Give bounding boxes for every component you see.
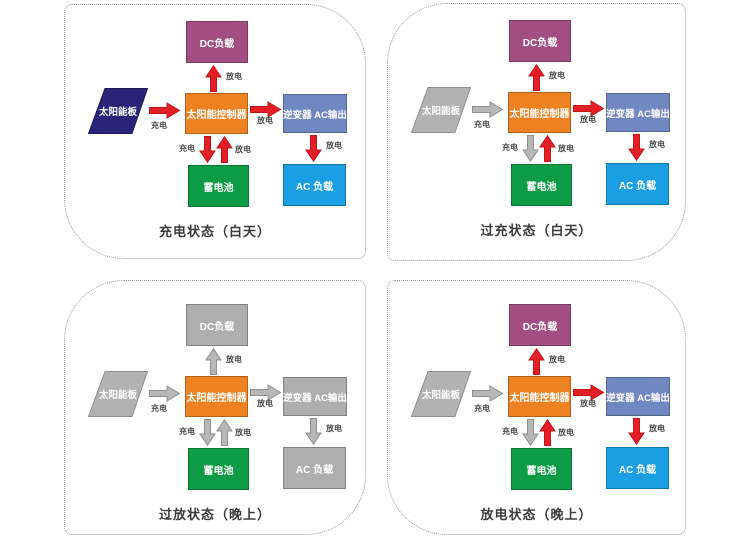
arrow-battery-to-controller — [216, 135, 233, 163]
battery-box: 蓄电池 — [511, 164, 572, 206]
arrow-label-discharge: 放电 — [226, 72, 242, 81]
arrow-battery-to-controller — [539, 134, 556, 162]
arrow-label-charge: 充电 — [474, 120, 490, 129]
arrow-panel-to-controller — [472, 101, 504, 118]
dc-load-box: DC负载 — [509, 20, 571, 62]
diagram-caption: 过放状态（晚上） — [158, 507, 271, 522]
arrow-inverter-to-ac-load — [628, 418, 645, 446]
arrow-label-discharge: 放电 — [257, 399, 273, 408]
arrow-label-discharge: 放电 — [580, 115, 596, 124]
diagram-caption: 放电状态（晚上） — [480, 507, 593, 522]
diagram-caption: 充电状态（白天） — [158, 224, 271, 239]
arrow-label-discharge: 放电 — [558, 144, 574, 153]
arrow-label-discharge: 放电 — [326, 424, 342, 433]
arrow-label-discharge: 放电 — [226, 355, 242, 364]
solar-panel-label: 太阳能板 — [421, 106, 460, 117]
solar-panel-label: 太阳能板 — [421, 390, 460, 401]
arrow-controller-to-battery — [199, 136, 216, 164]
dc-load-box: DC负载 — [186, 304, 248, 346]
quadrant-discharge-night: 太阳能板 DC负载 太阳能控制器 逆变器 AC输出 蓄电池 AC 负载 充电 放… — [387, 280, 686, 535]
solar-controller-box: 太阳能控制器 — [508, 376, 571, 417]
ac-load-box: AC 负载 — [283, 164, 346, 206]
quadrant-overdischarge-night: 太阳能板 DC负载 太阳能控制器 逆变器 AC输出 蓄电池 AC 负载 充电 放… — [64, 280, 366, 535]
solar-controller-box: 太阳能控制器 — [185, 376, 248, 417]
arrow-label-discharge: 放电 — [649, 140, 665, 149]
arrow-label-discharge: 放电 — [257, 116, 273, 125]
diagram-caption: 过充状态（白天） — [480, 223, 593, 238]
solar-panel-shape: 太阳能板 — [410, 371, 472, 417]
parallelogram-icon — [87, 88, 149, 134]
arrow-label-discharge: 放电 — [580, 399, 596, 408]
inverter-ac-output-box: 逆变器 AC输出 — [606, 377, 670, 416]
diagram-charging-day: 太阳能板 DC负载 太阳能控制器 逆变器 AC输出 蓄电池 AC 负载 充电 放… — [65, 5, 365, 258]
ac-load-box: AC 负载 — [283, 447, 346, 489]
battery-box: 蓄电池 — [188, 165, 249, 207]
parallelogram-icon — [410, 371, 472, 417]
arrow-label-charge: 充电 — [179, 427, 195, 436]
arrow-panel-to-controller — [472, 385, 504, 402]
quadrant-overcharge-day: 太阳能板 DC负载 太阳能控制器 逆变器 AC输出 蓄电池 AC 负载 充电 放… — [387, 3, 686, 261]
solar-panel-label: 太阳能板 — [98, 107, 137, 118]
arrow-label-charge: 充电 — [151, 121, 167, 130]
arrow-label-discharge: 放电 — [235, 428, 251, 437]
solar-panel-shape: 太阳能板 — [87, 371, 149, 417]
arrow-panel-to-controller — [149, 385, 181, 402]
diagram-overdischarge-night: 太阳能板 DC负载 太阳能控制器 逆变器 AC输出 蓄电池 AC 负载 充电 放… — [65, 288, 365, 534]
dc-load-box: DC负载 — [509, 304, 571, 346]
arrow-label-discharge: 放电 — [649, 424, 665, 433]
arrow-label-charge: 充电 — [474, 404, 490, 413]
arrow-label-discharge: 放电 — [549, 355, 565, 364]
solar-controller-box: 太阳能控制器 — [508, 92, 571, 133]
arrow-controller-to-inverter — [250, 101, 282, 118]
arrow-panel-to-controller — [149, 102, 181, 119]
arrow-controller-to-dc-load — [205, 347, 222, 375]
ac-load-box: AC 负载 — [606, 163, 669, 205]
arrow-battery-to-controller — [539, 418, 556, 446]
solar-panel-shape: 太阳能板 — [87, 88, 149, 134]
solar-panel-shape: 太阳能板 — [410, 87, 472, 133]
arrow-inverter-to-ac-load — [628, 134, 645, 162]
arrow-label-discharge: 放电 — [235, 145, 251, 154]
arrow-label-charge: 充电 — [179, 144, 195, 153]
inverter-ac-output-box: 逆变器 AC输出 — [606, 93, 670, 132]
arrow-label-charge: 充电 — [151, 404, 167, 413]
parallelogram-icon — [87, 371, 149, 417]
solar-controller-box: 太阳能控制器 — [185, 93, 248, 134]
arrow-controller-to-inverter — [250, 384, 282, 401]
inverter-ac-output-box: 逆变器 AC输出 — [283, 377, 347, 416]
battery-box: 蓄电池 — [511, 448, 572, 490]
arrow-inverter-to-ac-load — [305, 418, 322, 446]
quadrant-charging-day: 太阳能板 DC负载 太阳能控制器 逆变器 AC输出 蓄电池 AC 负载 充电 放… — [64, 4, 366, 259]
arrow-label-discharge: 放电 — [558, 428, 574, 437]
parallelogram-icon — [410, 87, 472, 133]
arrow-label-charge: 充电 — [502, 427, 518, 436]
arrow-controller-to-inverter — [573, 384, 605, 401]
arrow-controller-to-dc-load — [528, 347, 545, 375]
arrow-label-discharge: 放电 — [326, 141, 342, 150]
arrow-controller-to-inverter — [573, 100, 605, 117]
arrow-battery-to-controller — [216, 418, 233, 446]
battery-box: 蓄电池 — [188, 448, 249, 490]
arrow-controller-to-dc-load — [205, 64, 222, 92]
diagram-discharge-night: 太阳能板 DC负载 太阳能控制器 逆变器 AC输出 蓄电池 AC 负载 充电 放… — [388, 288, 685, 534]
inverter-ac-output-box: 逆变器 AC输出 — [283, 94, 347, 133]
dc-load-box: DC负载 — [186, 21, 248, 63]
diagram-overcharge-day: 太阳能板 DC负载 太阳能控制器 逆变器 AC输出 蓄电池 AC 负载 充电 放… — [388, 4, 685, 260]
arrow-controller-to-dc-load — [528, 63, 545, 91]
arrow-controller-to-battery — [199, 419, 216, 447]
arrow-label-discharge: 放电 — [549, 71, 565, 80]
arrow-label-charge: 充电 — [502, 143, 518, 152]
ac-load-box: AC 负载 — [606, 447, 669, 489]
arrow-controller-to-battery — [522, 135, 539, 163]
solar-panel-label: 太阳能板 — [98, 390, 137, 401]
arrow-controller-to-battery — [522, 419, 539, 447]
arrow-inverter-to-ac-load — [305, 135, 322, 163]
